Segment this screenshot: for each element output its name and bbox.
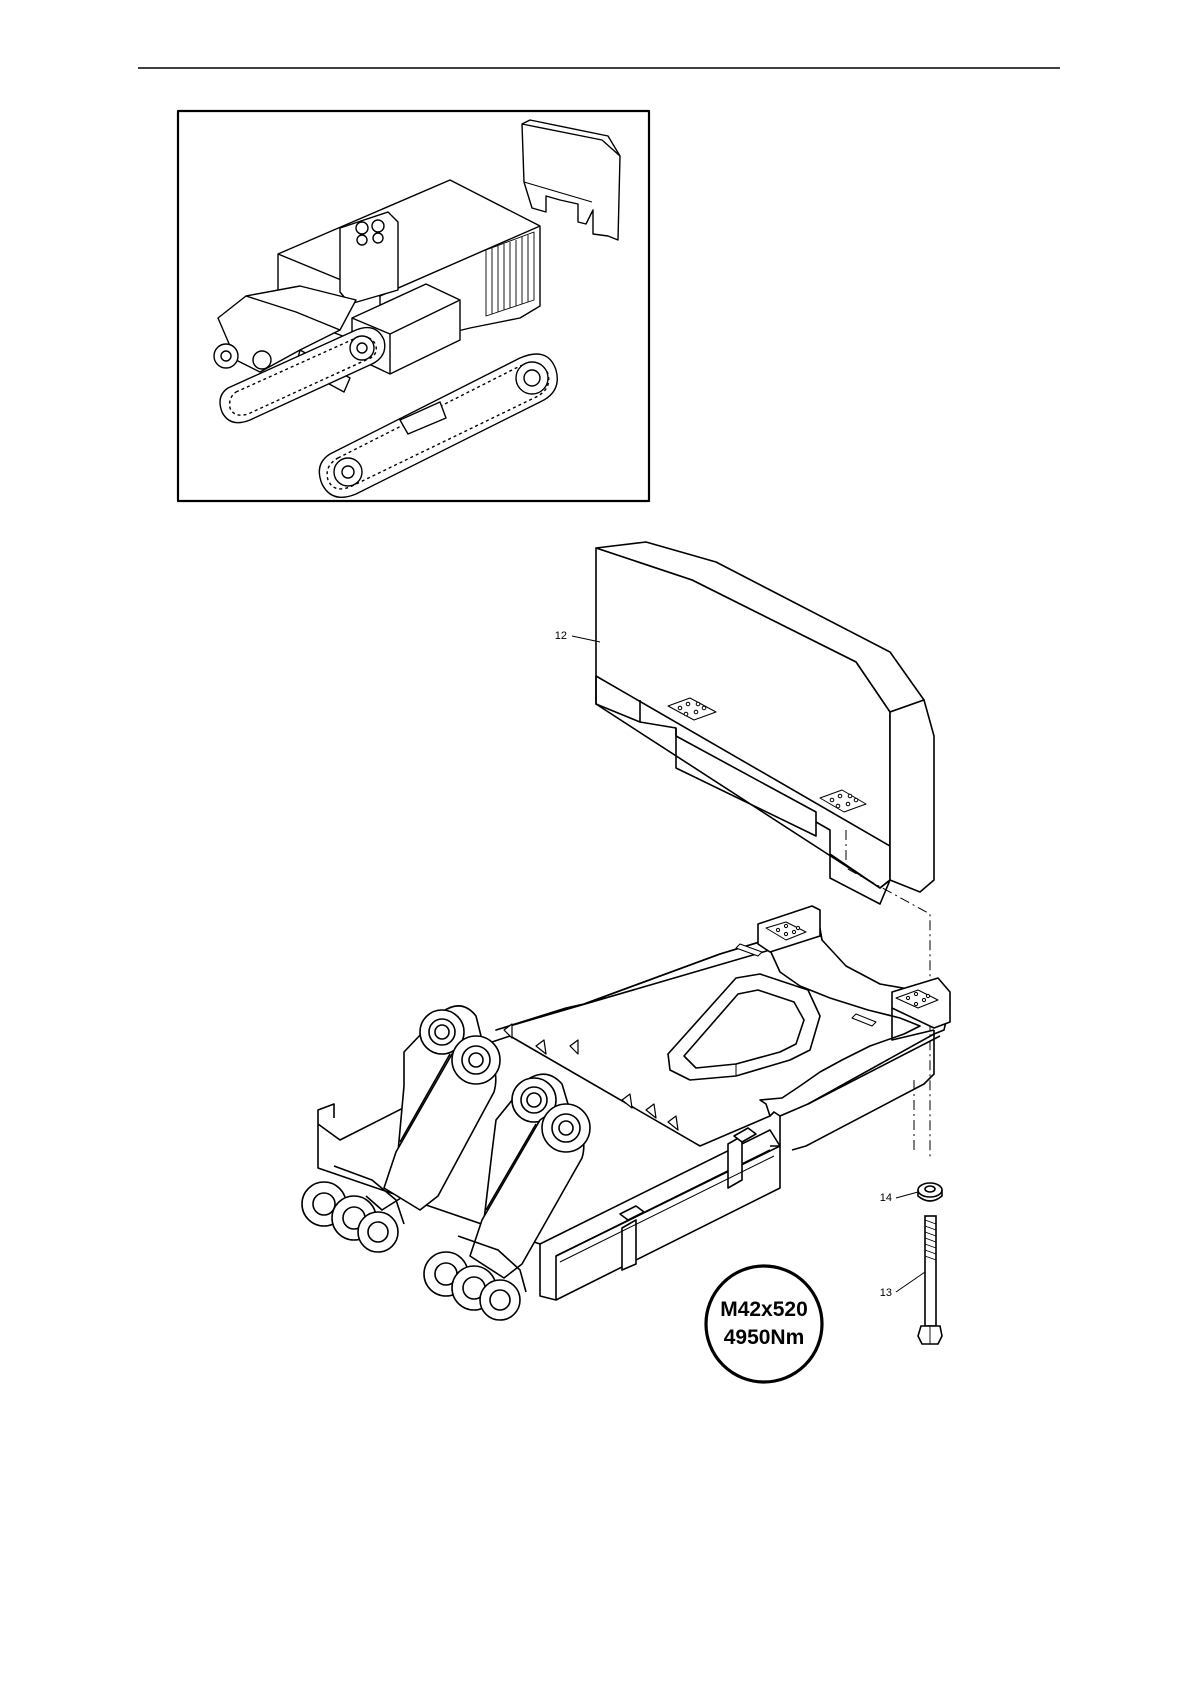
frame-opening — [668, 974, 820, 1080]
callout-label-counterweight: 12 — [555, 630, 567, 642]
counterweight-part — [596, 542, 934, 904]
callout-label-washer: 14 — [880, 1192, 892, 1204]
callout-label-bolt: 13 — [880, 1287, 892, 1299]
frame-lugs — [302, 1006, 678, 1320]
callout-12: 12 — [555, 630, 600, 642]
torque-spec-badge: M42x520 4950Nm — [706, 1266, 822, 1382]
torque-value-label: 4950Nm — [724, 1326, 805, 1349]
bolt-size-label: M42x520 — [720, 1298, 808, 1321]
callout-14: 14 — [880, 1192, 918, 1204]
overview-inset — [178, 111, 649, 501]
washer-part — [918, 1183, 942, 1201]
callout-13: 13 — [880, 1272, 925, 1299]
bolt-part — [918, 1216, 942, 1344]
